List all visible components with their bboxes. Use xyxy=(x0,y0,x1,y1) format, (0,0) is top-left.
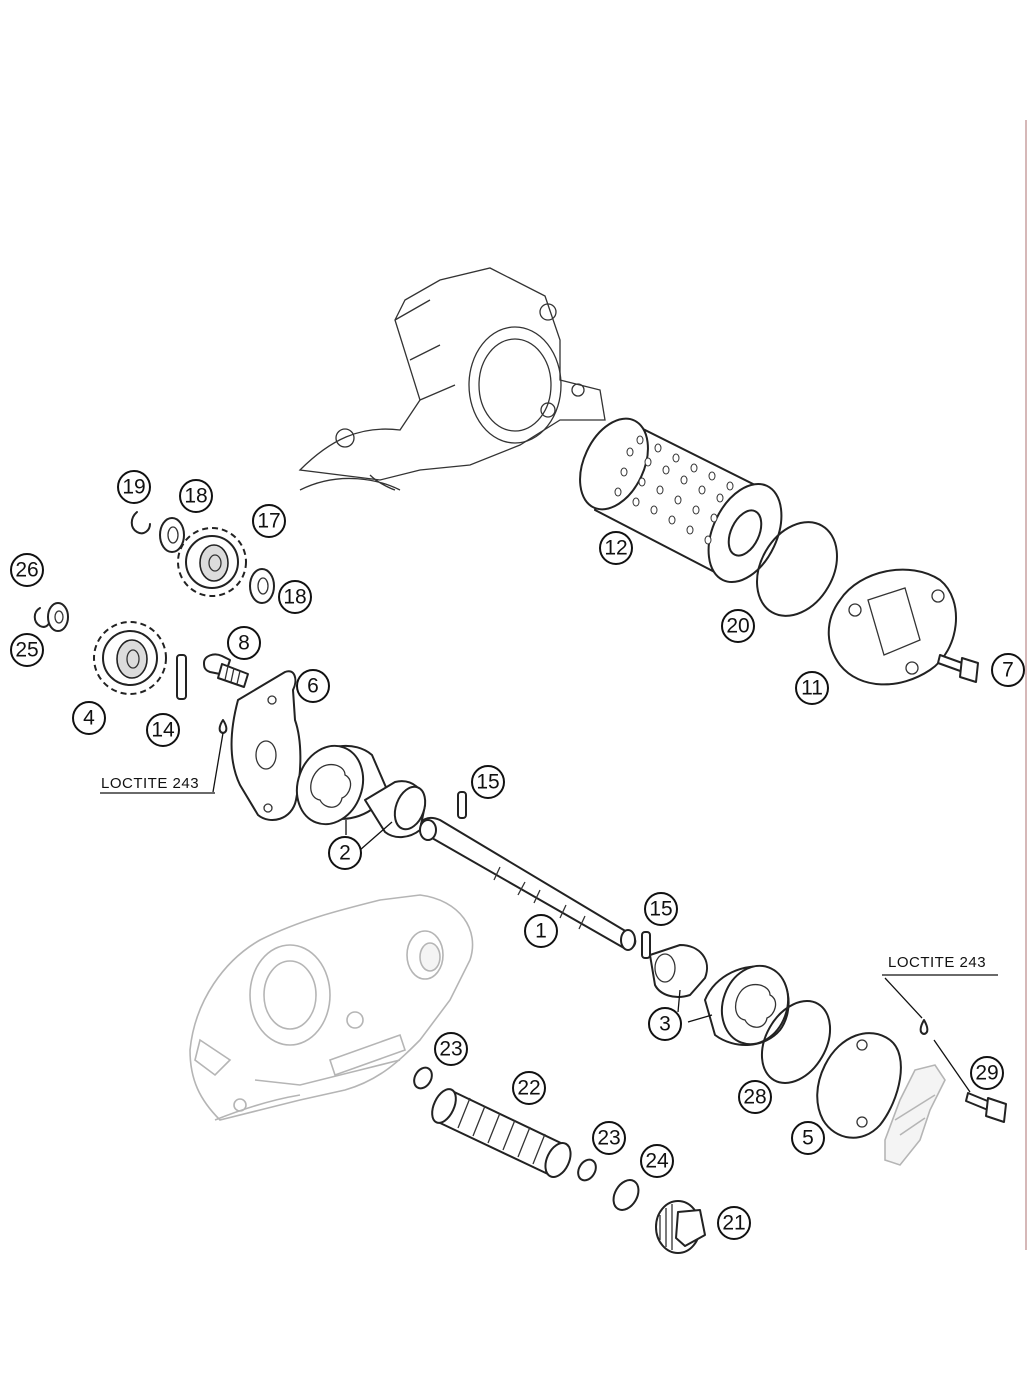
callout-5: 5 xyxy=(791,1121,825,1155)
callout-28: 28 xyxy=(738,1080,772,1114)
loctite-drop-right xyxy=(919,1019,929,1035)
svg-text:23: 23 xyxy=(439,1038,462,1061)
oil-screen-22 xyxy=(431,1088,572,1178)
washer-18a xyxy=(159,517,185,553)
o-ring-20 xyxy=(756,521,838,617)
callout-23-right: 23 xyxy=(592,1121,626,1155)
o-ring-28 xyxy=(760,1000,832,1084)
svg-text:15: 15 xyxy=(476,771,499,794)
callout-26: 26 xyxy=(10,553,44,587)
svg-text:3: 3 xyxy=(659,1013,671,1036)
svg-text:5: 5 xyxy=(802,1127,814,1150)
svg-text:7: 7 xyxy=(1002,659,1014,682)
svg-text:19: 19 xyxy=(122,476,145,499)
callout-23-left: 23 xyxy=(434,1032,468,1066)
callout-22: 22 xyxy=(512,1071,546,1105)
callout-17: 17 xyxy=(252,504,286,538)
callout-21: 21 xyxy=(717,1206,751,1240)
pump-bracket xyxy=(884,1064,946,1166)
callout-20: 20 xyxy=(721,609,755,643)
svg-text:21: 21 xyxy=(722,1212,745,1235)
svg-text:11: 11 xyxy=(801,677,823,700)
pin-15-lower xyxy=(641,931,651,959)
callout-29: 29 xyxy=(970,1056,1004,1090)
callout-15-top: 15 xyxy=(471,765,505,799)
svg-text:28: 28 xyxy=(743,1086,766,1109)
filter-cover xyxy=(827,568,957,686)
leader-lines xyxy=(345,820,713,1023)
callout-11: 11 xyxy=(795,671,829,705)
callout-6: 6 xyxy=(296,669,330,703)
svg-text:25: 25 xyxy=(15,639,38,662)
washer-25 xyxy=(47,602,69,632)
callout-15-lower: 15 xyxy=(644,892,678,926)
gear-17 xyxy=(177,527,247,597)
svg-text:23: 23 xyxy=(597,1127,620,1150)
loctite-note-left: LOCTITE 243 xyxy=(100,775,215,794)
loctite-label-left: LOCTITE 243 xyxy=(101,775,199,792)
svg-text:12: 12 xyxy=(604,537,627,560)
callout-18-right: 18 xyxy=(278,580,312,614)
circlip-19 xyxy=(130,511,151,535)
screw-plug-21 xyxy=(655,1200,706,1254)
pin-14 xyxy=(176,654,187,700)
svg-text:14: 14 xyxy=(151,719,175,742)
svg-text:22: 22 xyxy=(517,1077,540,1100)
pin-15-top xyxy=(457,791,467,819)
loctite-drop-left xyxy=(218,719,228,734)
pump-inner-rotor-3 xyxy=(649,944,708,998)
pump-inner-rotor-2 xyxy=(364,780,427,838)
svg-text:29: 29 xyxy=(975,1062,998,1085)
oil-filter xyxy=(579,417,783,584)
callout-1: 1 xyxy=(524,914,558,948)
washer-18b xyxy=(249,568,275,604)
loctite-note-right: LOCTITE 243 xyxy=(882,954,998,976)
o-ring-23-right xyxy=(577,1158,597,1182)
callout-25: 25 xyxy=(10,633,44,667)
callout-14: 14 xyxy=(146,713,180,747)
callout-18-top: 18 xyxy=(179,479,213,513)
o-ring-23-left xyxy=(413,1066,433,1090)
gear-4 xyxy=(93,621,167,695)
pump-plate-6 xyxy=(230,670,302,821)
svg-text:24: 24 xyxy=(645,1150,669,1173)
svg-text:6: 6 xyxy=(307,675,319,698)
callout-2: 2 xyxy=(328,836,362,870)
callout-12: 12 xyxy=(599,531,633,565)
o-ring-24 xyxy=(612,1179,640,1211)
svg-text:20: 20 xyxy=(726,615,749,638)
svg-text:18: 18 xyxy=(283,586,306,609)
screw-8 xyxy=(203,653,249,688)
svg-text:1: 1 xyxy=(535,920,547,943)
callout-24: 24 xyxy=(640,1144,674,1178)
svg-text:26: 26 xyxy=(15,559,38,582)
svg-text:8: 8 xyxy=(238,632,250,655)
callout-8: 8 xyxy=(227,626,261,660)
pump-rotor-3 xyxy=(704,964,790,1047)
engine-case-bottom xyxy=(189,894,474,1121)
bolt-29 xyxy=(965,1092,1007,1123)
svg-text:17: 17 xyxy=(257,510,280,533)
pump-cover-5 xyxy=(816,1032,902,1139)
pump-shaft-1 xyxy=(419,817,637,951)
callout-19: 19 xyxy=(117,470,151,504)
callout-4: 4 xyxy=(72,701,106,735)
svg-text:18: 18 xyxy=(184,485,207,508)
engine-case-top xyxy=(298,267,606,491)
svg-text:4: 4 xyxy=(83,707,95,730)
pump-rotor-2 xyxy=(295,744,389,826)
bolt-7 xyxy=(937,654,979,683)
svg-text:15: 15 xyxy=(649,898,672,921)
callout-7: 7 xyxy=(991,653,1025,687)
loctite-label-right: LOCTITE 243 xyxy=(888,954,986,971)
callout-3: 3 xyxy=(648,1007,682,1041)
svg-text:2: 2 xyxy=(339,842,351,865)
